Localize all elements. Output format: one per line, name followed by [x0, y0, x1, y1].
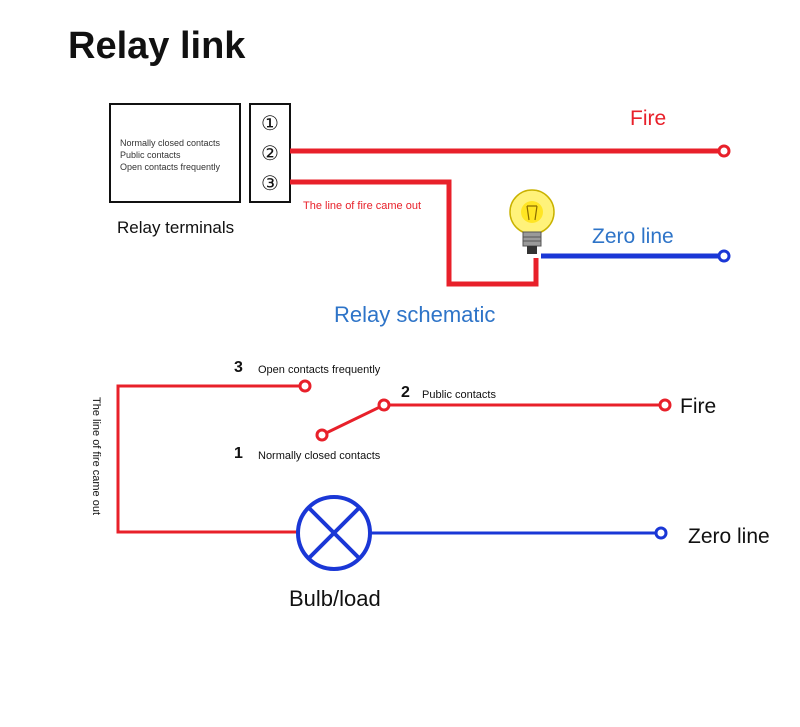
top-fire-out-label: The line of fire came out [303, 200, 421, 212]
contact-3-number: 3 [234, 359, 243, 376]
bottom-fire-out-label: The line of fire came out [90, 397, 102, 515]
switch-arm [321, 404, 383, 437]
page-title: Relay link [68, 25, 246, 67]
top-zero-terminal [717, 249, 731, 263]
bulb-load-label: Bulb/load [289, 586, 381, 611]
terminal-3: ③ [261, 173, 279, 195]
bottom-zero-terminal [654, 526, 668, 540]
top-fire-out-wire [290, 179, 539, 287]
contact-1-label: Normally closed contacts [258, 450, 381, 462]
bottom-fire-terminal [658, 398, 672, 412]
bottom-zero-label: Zero line [688, 525, 770, 548]
lamp-symbol-icon [296, 495, 372, 571]
relay-box-line-3: Open contacts frequently [120, 162, 221, 172]
contact-2-label: Public contacts [422, 389, 496, 401]
contact-2-number: 2 [401, 384, 410, 401]
relay-terminals-label: Relay terminals [117, 218, 234, 237]
top-fire-terminal [717, 144, 731, 158]
bottom-fire-return-wire [116, 384, 300, 534]
terminal-2: ② [261, 143, 279, 165]
terminal-1: ① [261, 113, 279, 135]
contact-3-label: Open contacts frequently [258, 364, 381, 376]
relay-box-line-2: Public contacts [120, 150, 181, 160]
bottom-fire-label: Fire [680, 395, 716, 418]
lightbulb-icon [509, 189, 555, 254]
relay-schematic-label: Relay schematic [334, 302, 495, 327]
contact-2-terminal [377, 398, 391, 412]
contact-1-terminal [315, 428, 329, 442]
top-zero-label: Zero line [592, 225, 674, 248]
contact-1-number: 1 [234, 445, 243, 462]
top-fire-label: Fire [630, 107, 666, 130]
relay-module-box [109, 103, 241, 203]
relay-box-line-1: Normally closed contacts [120, 138, 221, 148]
contact-3-terminal [298, 379, 312, 393]
